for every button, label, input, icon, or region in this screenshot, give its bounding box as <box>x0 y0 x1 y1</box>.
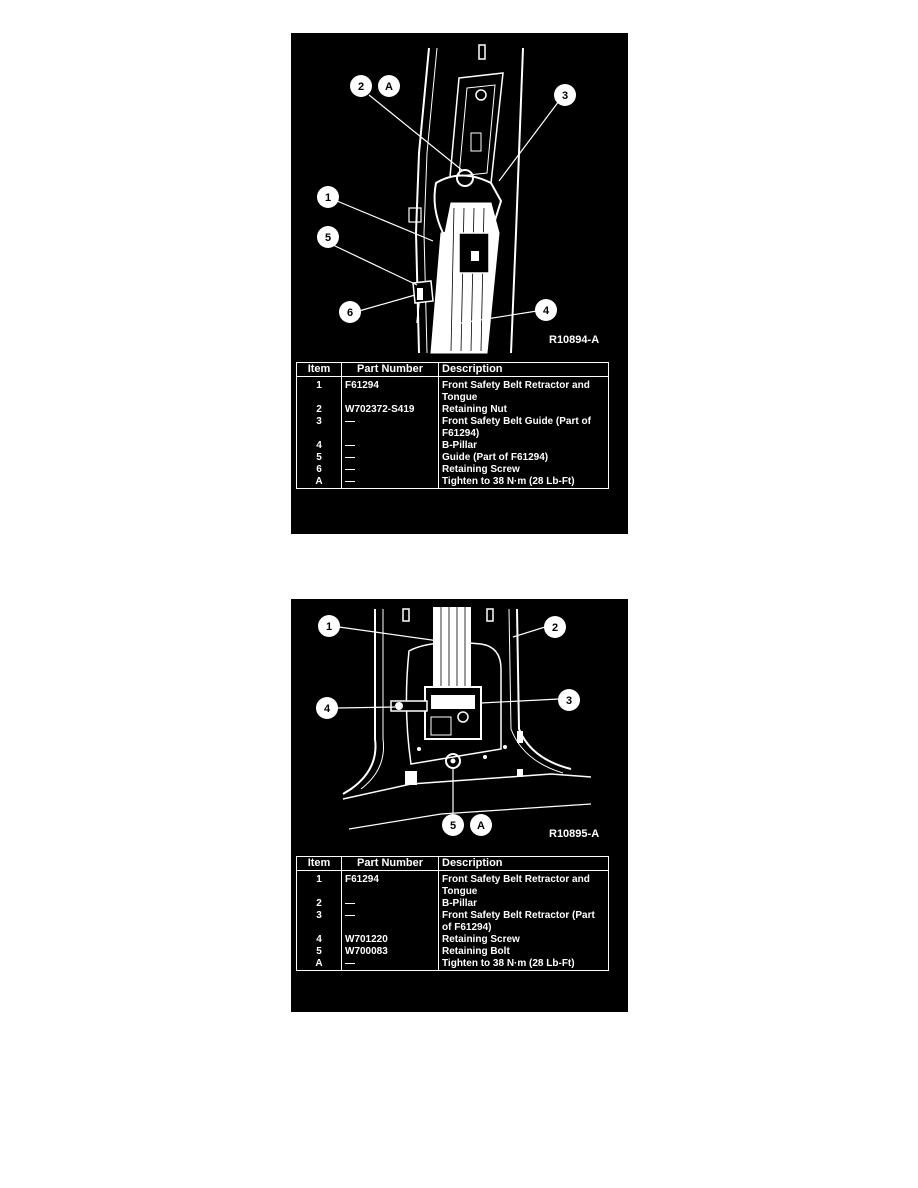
table-header-row: Item Part Number Description <box>296 856 609 871</box>
cell-part: — <box>341 476 439 489</box>
figure-id: R10894-A <box>549 334 600 346</box>
cell-description: Retaining Screw <box>438 934 609 946</box>
svg-text:2: 2 <box>552 622 558 634</box>
cell-item: 6 <box>296 464 342 476</box>
svg-text:3: 3 <box>562 90 568 102</box>
cell-part: — <box>341 910 439 934</box>
cell-description: Tighten to 38 N·m (28 Lb-Ft) <box>438 476 609 489</box>
cell-description: Guide (Part of F61294) <box>438 452 609 464</box>
svg-text:5: 5 <box>325 232 331 244</box>
parts-table: Item Part Number Description 1 F61294 Fr… <box>296 362 609 489</box>
cell-part: — <box>341 898 439 910</box>
parts-table: Item Part Number Description 1 F61294 Fr… <box>296 856 609 971</box>
cell-item: 1 <box>296 870 342 898</box>
svg-text:4: 4 <box>543 305 550 317</box>
table-row: 4 W701220 Retaining Screw <box>296 934 609 946</box>
callout-2: 2 <box>544 616 566 638</box>
cell-description: Front Safety Belt Guide (Part of F61294) <box>438 416 609 440</box>
header-part-number: Part Number <box>341 856 439 871</box>
callout-4: 4 <box>535 299 557 321</box>
cell-part: W702372-S419 <box>341 404 439 416</box>
table-row: 2 W702372-S419 Retaining Nut <box>296 404 609 416</box>
callout-5: 5 <box>442 814 464 836</box>
illustration-lower-retractor: 1 2 3 4 5 A <box>291 599 628 849</box>
cell-part: F61294 <box>341 376 439 404</box>
table-row: 6 — Retaining Screw <box>296 464 609 476</box>
cell-item: A <box>296 476 342 489</box>
cell-part: F61294 <box>341 870 439 898</box>
callout-A: A <box>378 75 400 97</box>
cell-item: 2 <box>296 404 342 416</box>
cell-item: 4 <box>296 440 342 452</box>
svg-text:3: 3 <box>566 695 572 707</box>
cell-part: — <box>341 958 439 971</box>
table-row: A — Tighten to 38 N·m (28 Lb-Ft) <box>296 476 609 489</box>
cell-item: A <box>296 958 342 971</box>
callout-4: 4 <box>316 697 338 719</box>
table-row: 1 F61294 Front Safety Belt Retractor and… <box>296 376 609 404</box>
cell-item: 4 <box>296 934 342 946</box>
cell-description: Front Safety Belt Retractor and Tongue <box>438 376 609 404</box>
figure-upper-belt-guide: 2 A 3 1 5 6 4 <box>291 33 628 534</box>
header-description: Description <box>438 856 609 871</box>
cell-description: Retaining Bolt <box>438 946 609 958</box>
cell-description: Tighten to 38 N·m (28 Lb-Ft) <box>438 958 609 971</box>
header-part-number: Part Number <box>341 362 439 377</box>
cell-part: — <box>341 440 439 452</box>
svg-text:5: 5 <box>450 820 456 832</box>
table-row: 3 — Front Safety Belt Retractor (Part of… <box>296 910 609 934</box>
header-item: Item <box>296 856 342 871</box>
callout-3: 3 <box>554 84 576 106</box>
table-header-row: Item Part Number Description <box>296 362 609 377</box>
svg-text:A: A <box>477 820 485 832</box>
table-row: 5 — Guide (Part of F61294) <box>296 452 609 464</box>
cell-part: — <box>341 416 439 440</box>
table-row: 4 — B-Pillar <box>296 440 609 452</box>
cell-part: W701220 <box>341 934 439 946</box>
svg-text:6: 6 <box>347 307 353 319</box>
table-row: 2 — B-Pillar <box>296 898 609 910</box>
callout-1: 1 <box>318 615 340 637</box>
cell-part: W700083 <box>341 946 439 958</box>
callout-2: 2 <box>350 75 372 97</box>
callout-A: A <box>470 814 492 836</box>
svg-text:1: 1 <box>325 192 331 204</box>
cell-description: B-Pillar <box>438 440 609 452</box>
table-row: 5 W700083 Retaining Bolt <box>296 946 609 958</box>
callout-3: 3 <box>558 689 580 711</box>
header-item: Item <box>296 362 342 377</box>
svg-text:1: 1 <box>326 621 332 633</box>
figure-lower-retractor: 1 2 3 4 5 A R10895-A <box>291 599 628 1012</box>
cell-item: 5 <box>296 946 342 958</box>
cell-description: Front Safety Belt Retractor and Tongue <box>438 870 609 898</box>
table-row: 1 F61294 Front Safety Belt Retractor and… <box>296 870 609 898</box>
svg-text:2: 2 <box>358 81 364 93</box>
callout-6: 6 <box>339 301 361 323</box>
cell-part: — <box>341 464 439 476</box>
table-row: 3 — Front Safety Belt Guide (Part of F61… <box>296 416 609 440</box>
callout-5: 5 <box>317 226 339 248</box>
cell-item: 1 <box>296 376 342 404</box>
svg-text:A: A <box>385 81 393 93</box>
header-description: Description <box>438 362 609 377</box>
cell-item: 2 <box>296 898 342 910</box>
callout-1: 1 <box>317 186 339 208</box>
figure-id: R10895-A <box>549 828 600 840</box>
cell-description: Retaining Screw <box>438 464 609 476</box>
cell-item: 3 <box>296 910 342 934</box>
cell-description: B-Pillar <box>438 898 609 910</box>
cell-item: 3 <box>296 416 342 440</box>
table-row: A — Tighten to 38 N·m (28 Lb-Ft) <box>296 958 609 971</box>
cell-description: Front Safety Belt Retractor (Part of F61… <box>438 910 609 934</box>
svg-text:4: 4 <box>324 703 331 715</box>
cell-part: — <box>341 452 439 464</box>
cell-item: 5 <box>296 452 342 464</box>
illustration-upper-belt-guide: 2 A 3 1 5 6 4 <box>291 33 628 363</box>
cell-description: Retaining Nut <box>438 404 609 416</box>
